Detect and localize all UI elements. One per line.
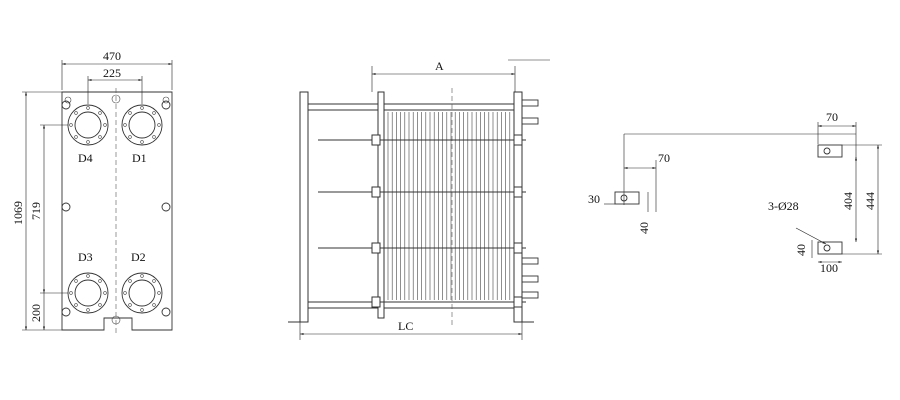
bolt-hole (140, 274, 144, 278)
clamp-bolts (61, 100, 171, 317)
bolt-hole (128, 135, 132, 139)
bolt-hole (123, 291, 127, 295)
plate-outline (61, 91, 173, 331)
bolt-hole (128, 111, 132, 115)
bolt-hole (157, 291, 161, 295)
bolt-hole (128, 303, 132, 307)
hanger-hole-right (162, 96, 170, 104)
bolt-hole (98, 279, 102, 283)
nut-right (513, 296, 523, 308)
tie-bolts (318, 134, 526, 308)
bolt-hole (74, 279, 78, 283)
port-d1 (121, 104, 163, 146)
foot-bottom-right (817, 241, 843, 255)
dim-label-30: 30 (588, 192, 600, 206)
bolt-hole (86, 274, 90, 278)
plate-pack (387, 88, 511, 326)
dim-label-holes: 3-Ø28 (768, 199, 799, 213)
bolt-hole (140, 106, 144, 110)
bolt-hole (86, 308, 90, 312)
bolt-hole (98, 111, 102, 115)
guide-bar-top (111, 94, 121, 104)
fixed-frame-plate (299, 91, 309, 323)
dim-label-200: 200 (29, 304, 43, 322)
bolt-hole (86, 106, 90, 110)
foot-left (614, 191, 640, 205)
hanger-hole-left (64, 96, 72, 104)
bolt-hole (69, 123, 73, 127)
port-d3 (67, 272, 109, 314)
port-d4 (67, 104, 109, 146)
bolt-hole (74, 135, 78, 139)
bolt-hole (103, 123, 107, 127)
guide-bar-bottom (111, 315, 121, 325)
bolt-hole (157, 123, 161, 127)
dim-label-70-top: 70 (826, 110, 838, 124)
bolt-hole (86, 140, 90, 144)
dim-label-40-left: 40 (637, 222, 651, 234)
bolt-hole (98, 135, 102, 139)
bolt-hole (74, 111, 78, 115)
dim-label-719: 719 (29, 202, 43, 220)
nut-left (371, 296, 381, 308)
dim-label-lc: LC (398, 319, 413, 333)
bolt-hole (140, 308, 144, 312)
bolt-hole (103, 291, 107, 295)
nut-right (513, 186, 523, 198)
nut-left (371, 134, 381, 146)
bolt-hole (152, 111, 156, 115)
port-label-d2: D2 (131, 250, 146, 264)
dim-label-100: 100 (820, 261, 838, 275)
bolt-hole (152, 303, 156, 307)
port-label-d3: D3 (78, 250, 93, 264)
nut-left (371, 186, 381, 198)
support-column (513, 91, 523, 323)
dim-label-70-mid: 70 (658, 151, 670, 165)
front-view: D4 D1 D3 D2 470 225 1069 719 200 (11, 49, 173, 334)
dim-label-40-right: 40 (794, 244, 808, 256)
dim-label-470: 470 (103, 49, 121, 63)
foot-detail: 70 70 30 40 3-Ø28 40 100 404 444 (588, 110, 882, 275)
side-view: A LC (288, 59, 550, 340)
bolt-hole (140, 140, 144, 144)
nozzles (521, 99, 539, 299)
bolt-hole (123, 123, 127, 127)
nut-left (371, 242, 381, 254)
dim-label-404: 404 (841, 192, 855, 210)
bolt-hole (128, 279, 132, 283)
nut-right (513, 134, 523, 146)
port-d2 (121, 272, 163, 314)
bolt-hole (69, 291, 73, 295)
bolt-hole (152, 135, 156, 139)
bolt-hole (98, 303, 102, 307)
bolt-hole (152, 279, 156, 283)
pressure-plate (377, 91, 385, 319)
bolt-hole (74, 303, 78, 307)
foot-top-right (817, 144, 843, 158)
flange-bolts (69, 106, 161, 312)
nut-right (513, 242, 523, 254)
port-label-d4: D4 (78, 151, 93, 165)
dim-label-444: 444 (863, 192, 877, 210)
dim-label-a: A (435, 59, 444, 73)
port-label-d1: D1 (132, 151, 147, 165)
dim-label-225: 225 (103, 66, 121, 80)
dim-label-1069: 1069 (11, 201, 25, 225)
